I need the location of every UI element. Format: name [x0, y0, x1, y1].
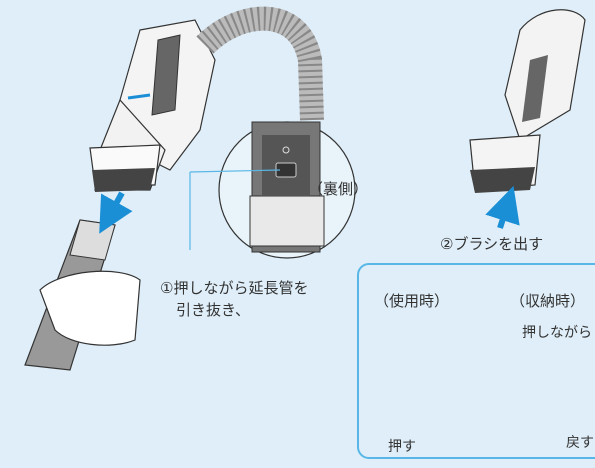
in-use-label: （使用時） — [374, 292, 450, 310]
hand-left — [39, 270, 141, 346]
magnified-view — [218, 121, 356, 259]
back-side-label: （裏側） — [308, 180, 369, 198]
pull-arrow — [99, 191, 133, 234]
callout-line — [189, 169, 281, 250]
step1-line1: ①押しながら延長管を — [160, 279, 309, 297]
press-while-label: 押しながら — [522, 325, 592, 341]
return-label: 戻す — [566, 435, 594, 451]
flexible-hose — [196, 6, 324, 121]
stored-label: （収納時） — [510, 292, 586, 310]
press-label: 押す — [388, 439, 416, 455]
brush-out-arrow — [485, 185, 520, 229]
step1-line2: 引き抜き、 — [176, 301, 250, 319]
vacuum-handle-left — [89, 19, 216, 192]
step2-label: ②ブラシを出す — [440, 235, 544, 253]
vacuum-handle-right — [469, 9, 586, 193]
usage-storage-box — [357, 263, 595, 459]
